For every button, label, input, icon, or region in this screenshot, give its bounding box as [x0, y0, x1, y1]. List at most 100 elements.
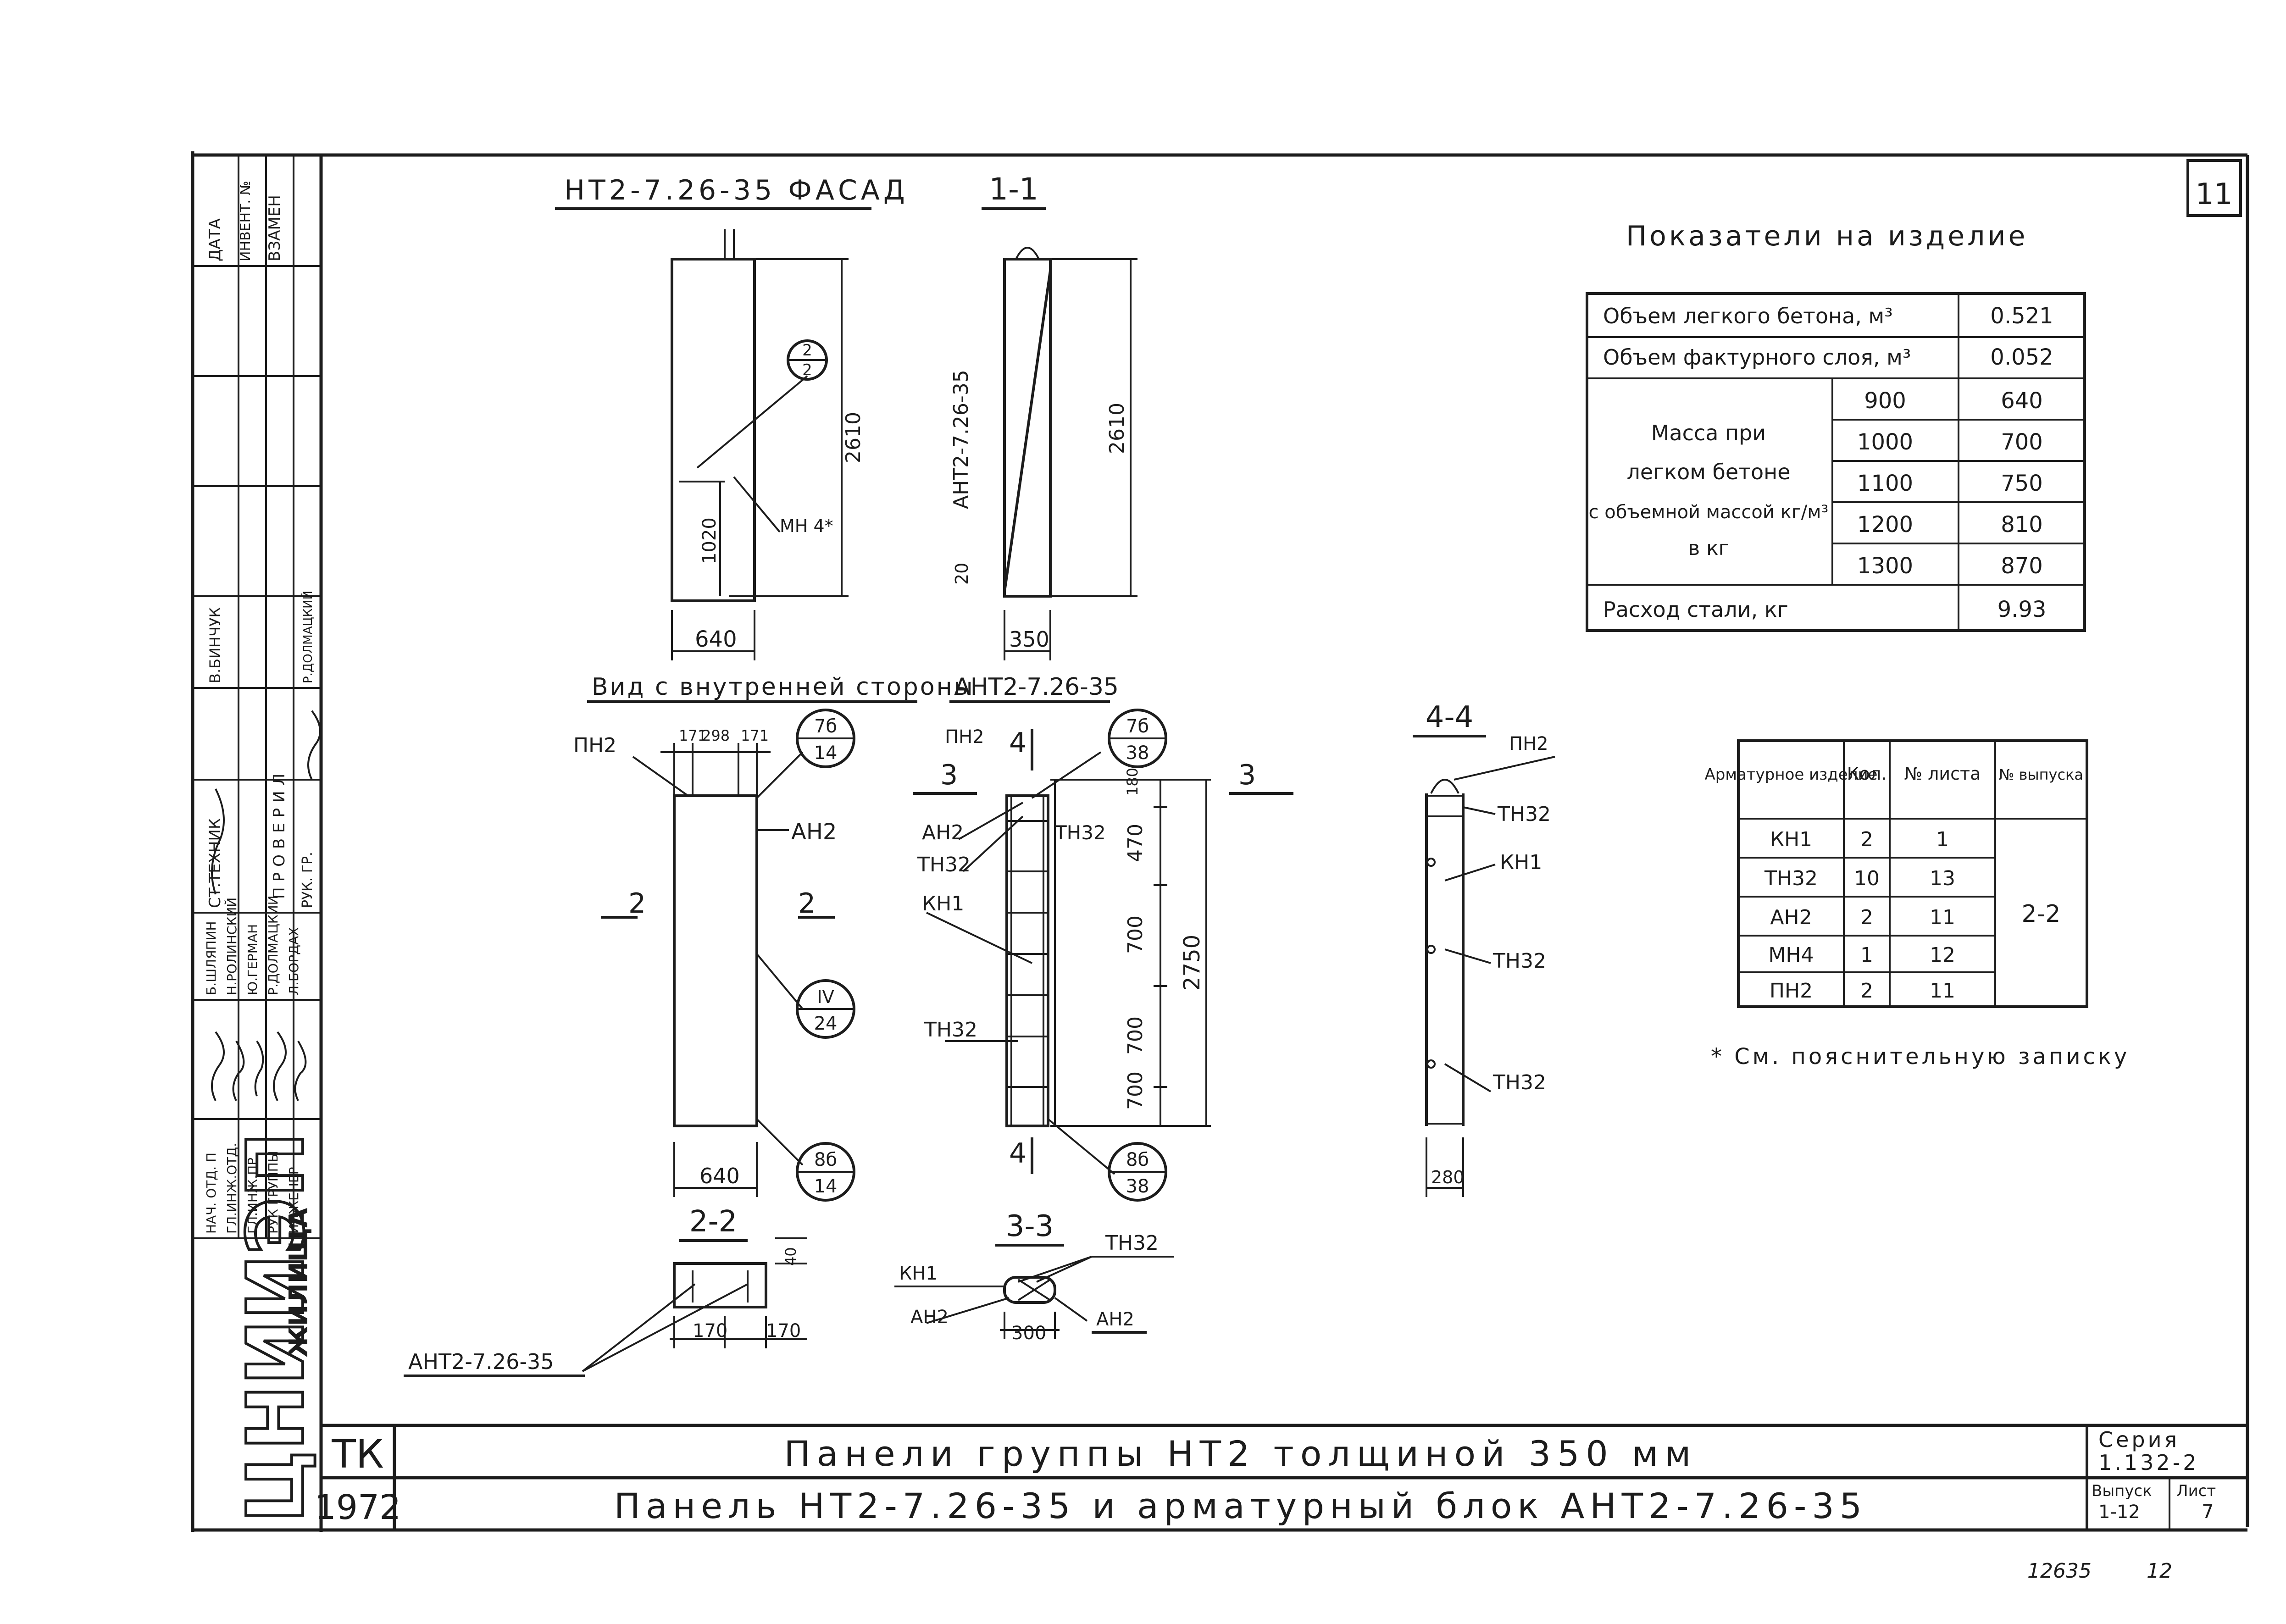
- stamp-role-3: ГЛ.ИНЖ.ПР: [245, 1158, 260, 1234]
- inside-section-left: 2: [628, 887, 646, 920]
- section-4-4-title: 4-4: [1426, 700, 1474, 734]
- section-3-3-label-tn32: ТН32: [1105, 1231, 1159, 1255]
- rebar-item-5: ПН2: [1770, 979, 1813, 1003]
- rebar-qty-3: 2: [1860, 906, 1873, 929]
- section-4-4-label-pn: ПН2: [1509, 733, 1548, 754]
- series-label: Серия: [2098, 1427, 2180, 1452]
- inside-width: 640: [699, 1164, 740, 1188]
- stamp-role-5: ИНЖЕНЕР: [286, 1167, 301, 1234]
- indicators-title: Показатели на изделие: [1626, 220, 2028, 252]
- inside-callout-b-bottom: 24: [814, 1013, 838, 1034]
- mass-label-2: легком бетоне: [1626, 460, 1790, 484]
- stamp-role-1: НАЧ. ОТД. П: [204, 1153, 219, 1234]
- section-4-4-label-tn32-b: ТН32: [1493, 949, 1546, 973]
- rebar-item-3: АН2: [1770, 906, 1812, 929]
- mass-label-1: Масса при: [1651, 421, 1766, 445]
- section-1-1-label: АНТ2-7.26-35: [949, 370, 973, 509]
- stamp-checked-name: Р.ДОЛМАЦКИЙ: [300, 591, 315, 683]
- stamp-role-4: РУК ГРУППЫ: [266, 1151, 281, 1234]
- mass-value-3: 750: [2001, 471, 2043, 496]
- stamp-name-2: Н.РОЛИНСКИЙ: [224, 898, 239, 995]
- left-stamp: [193, 155, 321, 1239]
- indicators-table: [1586, 292, 2086, 632]
- indicator-label-1: Объем легкого бетона, м³: [1603, 304, 1893, 328]
- inside-dim-2: 298: [702, 727, 730, 744]
- section-3-3-label-an-right: АН2: [1096, 1309, 1134, 1330]
- issue-label: Выпуск: [2092, 1482, 2152, 1500]
- block-dim-2: 470: [1124, 824, 1147, 862]
- block-label-an: АН2: [922, 821, 964, 844]
- inside-callout-c-bottom: 14: [814, 1176, 838, 1197]
- rebar-header-issue: № выпуска: [1999, 766, 2083, 783]
- rebar-item-2: ТН32: [1764, 867, 1818, 890]
- section-4-4-drawing: [1425, 756, 1555, 1197]
- stamp-name-5: Л.БОРДАХ: [286, 927, 301, 995]
- section-1-1-drawing: [1003, 247, 1137, 660]
- section-1-1-title: 1-1: [989, 172, 1038, 207]
- block-sec-bottom: 4: [1009, 1137, 1026, 1170]
- rebar-header-item: Арматурное изделие: [1705, 765, 1878, 784]
- sheet-frame: [191, 151, 2249, 1532]
- rebar-sheet-4: 12: [1930, 943, 1955, 967]
- stamp-inventory: ИНВЕНТ. №: [238, 181, 254, 261]
- block-dim-4: 700: [1124, 1016, 1147, 1055]
- block-label-kn1: КН1: [922, 892, 964, 915]
- block-label-tn32-a: ТН32: [917, 853, 971, 876]
- mass-density-2: 1000: [1857, 429, 1913, 455]
- bottom-page: 12: [2147, 1559, 2172, 1583]
- mass-label-4: в кг: [1688, 537, 1729, 560]
- block-dim-1: 180: [1124, 768, 1141, 796]
- rebar-qty-1: 2: [1860, 828, 1873, 851]
- section-2-2-dim-top: 40: [782, 1247, 799, 1266]
- sheet-label: Лист: [2176, 1482, 2216, 1500]
- rebar-qty-2: 10: [1854, 867, 1880, 890]
- section-2-2-title: 2-2: [689, 1205, 738, 1239]
- footnote: * См. пояснительную записку: [1711, 1044, 2130, 1070]
- mass-density-3: 1100: [1857, 471, 1913, 496]
- institute-sub: ЖИЛИЩА: [284, 1208, 314, 1358]
- section-2-2-drawing: [582, 1237, 807, 1372]
- facade-note: МН 4*: [780, 516, 833, 536]
- inside-label-pn: ПН2: [573, 734, 616, 757]
- institute-logo: ЦНИИЭП: [231, 1132, 322, 1523]
- section-3-3-title: 3-3: [1006, 1209, 1054, 1243]
- block-dim-5: 700: [1124, 1071, 1147, 1110]
- section-3-3-label-an-left: АН2: [910, 1307, 949, 1328]
- rebar-qty-5: 2: [1860, 979, 1873, 1003]
- block-label-tn32-c: ТН32: [924, 1018, 977, 1042]
- facade-sub-height: 1020: [699, 517, 720, 564]
- section-2-2-dim-b: 170: [766, 1320, 801, 1341]
- inside-callout-a-top: 7б: [814, 716, 837, 737]
- section-1-1-bottom: 20: [952, 563, 972, 585]
- section-3-3-label-kn1: КН1: [899, 1263, 938, 1284]
- block-callout-a-bottom: 38: [1126, 743, 1149, 764]
- block-drawing: [913, 709, 1293, 1202]
- steel-value: 9.93: [1997, 597, 2047, 622]
- mass-value-4: 810: [2001, 512, 2043, 538]
- block-title: АНТ2-7.26-35: [954, 673, 1119, 701]
- facade-width: 640: [695, 626, 737, 652]
- stamp-technician-role: СТ.ТЕХНИК: [206, 818, 224, 908]
- title-block: [321, 1424, 2247, 1530]
- stamp-name-3: Ю.ГЕРМАН: [245, 924, 260, 995]
- inside-callout-b-top: IV: [817, 987, 834, 1007]
- section-3-3-drawing: [894, 1256, 1174, 1339]
- stamp-role-2: ГЛ.ИНЖ.ОТД.: [224, 1143, 239, 1234]
- stamp-replace: ВЗАМЕН: [266, 195, 284, 261]
- rebar-issue: 2-2: [2022, 900, 2061, 928]
- title-tk: ТК: [331, 1431, 384, 1477]
- facade-callout-top: 2: [802, 341, 812, 360]
- stamp-checked: ПРОВЕРИЛ: [270, 768, 289, 899]
- section-4-4-label-tn32-c: ТН32: [1493, 1071, 1546, 1094]
- rebar-item-4: МН4: [1768, 943, 1814, 967]
- section-3-3-width: 300: [1011, 1323, 1046, 1344]
- facade-panel: [671, 229, 849, 660]
- inside-section-right: 2: [798, 887, 816, 920]
- mass-density-5: 1300: [1857, 553, 1913, 579]
- section-4-4-width: 280: [1431, 1167, 1465, 1187]
- facade-callout-bottom: 2: [802, 361, 812, 379]
- indicator-value-2: 0.052: [1990, 344, 2053, 370]
- stamp-technician-name: В.БИНЧУК: [206, 607, 224, 683]
- block-callout-b-top: 8б: [1126, 1149, 1149, 1170]
